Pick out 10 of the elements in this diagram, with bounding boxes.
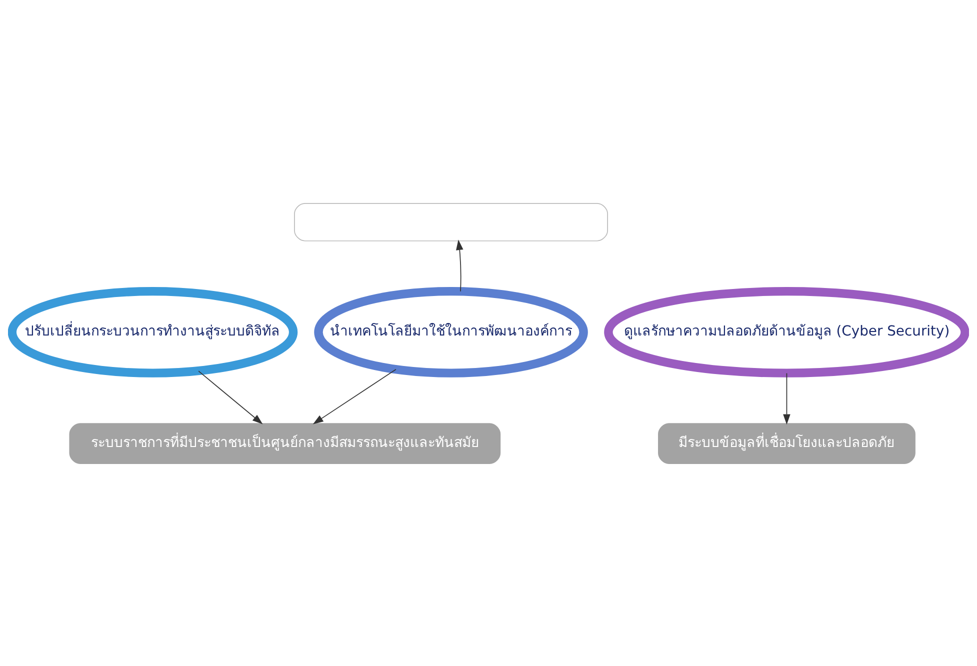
node-ellipse: ดูแลรักษาความปลอดภัยด้านข้อมูล (Cyber Security)	[604, 286, 969, 377]
node-box	[294, 202, 608, 241]
arrow	[198, 370, 263, 424]
arrow	[456, 239, 464, 292]
node-ellipse: นำเทคโนโลยีมาใช้ในการพัฒนาองค์การ	[314, 286, 588, 377]
node-box: ระบบราชการที่มีประชาชนเป็นศูนย์กลางมีสมรรถนะสูงและทันสมัย	[69, 422, 501, 464]
node-ellipse: ปรับเปลี่ยนกระบวนการทำงานสู่ระบบดิจิทัล	[8, 286, 298, 377]
arrow	[312, 368, 396, 424]
arrow	[783, 372, 790, 424]
node-box: มีระบบข้อมูลที่เชื่อมโยงและปลอดภัย	[658, 422, 916, 464]
